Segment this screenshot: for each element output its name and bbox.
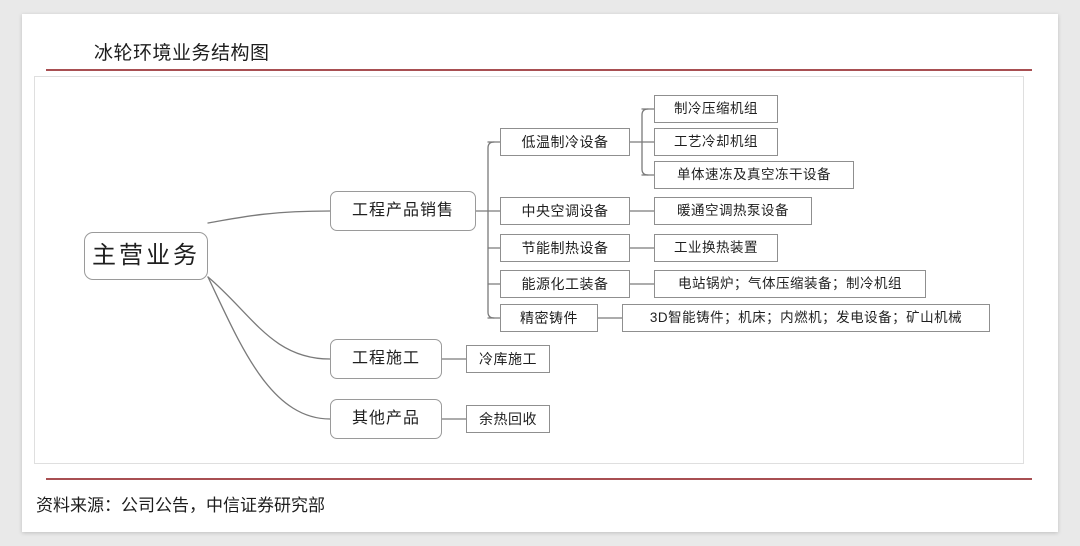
node-process-cooling-unit[interactable]: 工艺冷却机组 [654,128,778,156]
node-industrial-heat-exchange-device[interactable]: 工业换热装置 [654,234,778,262]
node-label: 低温制冷设备 [521,134,609,150]
node-hvac-heat-pump-equipment[interactable]: 暖通空调热泵设备 [654,197,812,225]
node-label: 暖通空调热泵设备 [677,203,789,219]
node-low-temp-refrigeration-equipment[interactable]: 低温制冷设备 [500,128,630,156]
diagram-frame [34,76,1024,464]
content-card: 冰轮环境业务结构图 [22,14,1058,532]
source-divider [46,478,1032,480]
node-other-products[interactable]: 其他产品 [330,399,442,439]
node-label: 节能制热设备 [521,240,609,256]
node-3d-castings-machine-tools-engines-power-mining[interactable]: 3D智能铸件；机床；内燃机；发电设备；矿山机械 [622,304,990,332]
source-text: 资料来源：公司公告，中信证券研究部 [36,496,325,515]
node-label: 工艺冷却机组 [674,134,758,150]
node-precision-castings[interactable]: 精密铸件 [500,304,598,332]
node-engineering-construction[interactable]: 工程施工 [330,339,442,379]
node-iqf-and-vacuum-freeze-drying-equipment[interactable]: 单体速冻及真空冻干设备 [654,161,854,189]
node-label: 冷库施工 [479,351,537,367]
node-label: 主营业务 [92,242,200,269]
node-label: 单体速冻及真空冻干设备 [677,167,831,183]
node-label: 工程产品销售 [351,202,454,219]
title-divider [46,69,1032,71]
node-label: 3D智能铸件；机床；内燃机；发电设备；矿山机械 [649,310,963,326]
node-refrigeration-compressor-unit[interactable]: 制冷压缩机组 [654,95,778,123]
node-label: 工程施工 [351,350,420,367]
node-label: 余热回收 [479,411,537,427]
node-label: 工业换热装置 [674,240,758,256]
node-label: 中央空调设备 [521,203,609,219]
node-label: 能源化工装备 [521,276,609,292]
node-energy-saving-heating-equipment[interactable]: 节能制热设备 [500,234,630,262]
node-label: 精密铸件 [520,310,578,326]
node-waste-heat-recovery[interactable]: 余热回收 [466,405,550,433]
node-cold-storage-construction[interactable]: 冷库施工 [466,345,550,373]
node-engineering-product-sales[interactable]: 工程产品销售 [330,191,476,231]
node-root-main-business[interactable]: 主营业务 [84,232,208,280]
node-power-boiler-gas-compression-refrigeration-unit[interactable]: 电站锅炉；气体压缩装备；制冷机组 [654,270,926,298]
node-central-air-conditioning-equipment[interactable]: 中央空调设备 [500,197,630,225]
page-title: 冰轮环境业务结构图 [94,43,270,64]
node-label: 电站锅炉；气体压缩装备；制冷机组 [678,276,902,292]
node-label: 其他产品 [351,410,420,427]
node-energy-chemical-equipment[interactable]: 能源化工装备 [500,270,630,298]
node-label: 制冷压缩机组 [674,101,758,117]
